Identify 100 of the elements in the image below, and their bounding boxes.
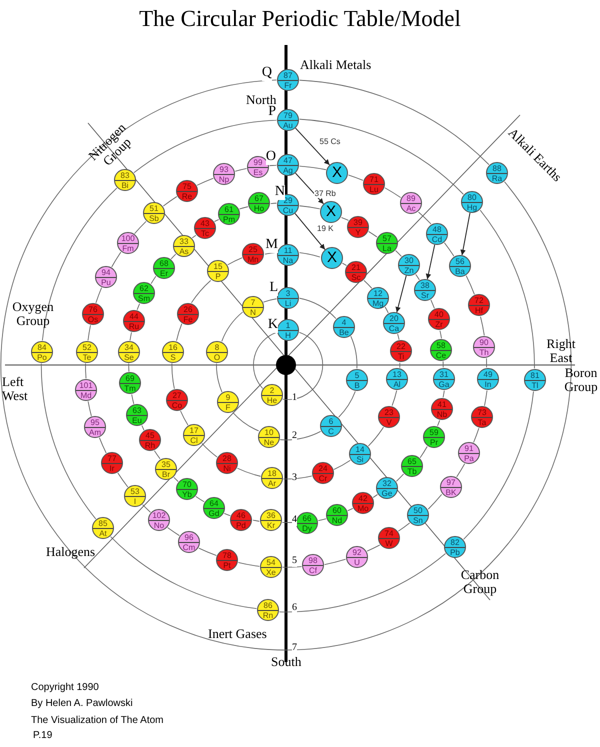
element-circle <box>277 154 299 176</box>
orbit-line <box>334 460 351 470</box>
orbit-line <box>216 363 222 393</box>
element-symbol: Yb <box>181 491 193 499</box>
element-symbol: C <box>327 428 335 436</box>
element-symbol: Fr <box>283 82 293 90</box>
atomic-number: 21 <box>350 264 362 272</box>
element-circle <box>433 368 455 390</box>
element-circle <box>277 109 299 131</box>
element-symbol: La <box>382 245 392 253</box>
element-symbol: Am <box>88 429 102 437</box>
atomic-number: 44 <box>128 313 140 321</box>
element-symbol: Pr <box>429 439 439 447</box>
element-circle <box>153 257 175 279</box>
element-circle <box>84 416 106 438</box>
element-circle <box>444 536 466 558</box>
element-circle <box>386 368 408 390</box>
atomic-number: 54 <box>266 559 276 567</box>
element-circle <box>166 389 188 411</box>
shell-letter: K <box>268 318 278 333</box>
element-circle <box>92 517 114 539</box>
element-circle <box>320 415 342 437</box>
atomic-number: 90 <box>478 339 490 347</box>
atomic-number: 41 <box>436 401 448 409</box>
atomic-number: 3 <box>284 290 292 298</box>
element-circle <box>524 369 546 391</box>
group-label: Alkali Metals <box>300 58 372 72</box>
element-circle <box>114 169 136 191</box>
atomic-number: 67 <box>254 195 264 203</box>
element-circle <box>101 452 123 474</box>
element-symbol: As <box>178 248 190 256</box>
element-symbol: Pu <box>100 279 112 287</box>
orbit-line <box>392 390 398 406</box>
atomic-number: 75 <box>182 183 192 191</box>
orbit-line <box>430 300 435 309</box>
orbit-line <box>131 394 134 404</box>
group-label: Boron Group <box>563 366 599 394</box>
cross-mark: X <box>330 165 343 180</box>
orbit-line <box>299 166 326 170</box>
orbit-line <box>167 527 180 536</box>
element-circle <box>326 162 348 184</box>
direction-label: North <box>246 93 278 107</box>
element-circle <box>139 429 161 451</box>
atomic-number: 28 <box>222 455 232 463</box>
arrow <box>396 275 407 313</box>
direction-label: Left West <box>2 375 29 402</box>
element-symbol: Bi <box>120 182 130 190</box>
element-circle <box>75 379 97 401</box>
orbit-line <box>318 518 326 521</box>
orbit-line <box>418 212 432 224</box>
atomic-number: 8 <box>214 344 220 352</box>
element-symbol: Mo <box>356 505 370 513</box>
orbit-line <box>130 332 132 341</box>
orbit-line <box>232 412 260 432</box>
atomic-number: 31 <box>438 371 450 379</box>
element-circle <box>277 244 299 266</box>
atomic-number: 79 <box>282 112 294 120</box>
element-symbol: Al <box>392 381 402 389</box>
element-circle <box>296 512 318 534</box>
orbit-line <box>364 280 372 289</box>
shell-letter: N <box>274 185 285 200</box>
element-symbol: In <box>484 381 492 389</box>
atomic-number: 53 <box>130 488 140 496</box>
orbit-line <box>162 196 178 206</box>
edge-label: 19 K <box>316 224 334 232</box>
orbit-line <box>484 390 488 406</box>
element-circle <box>428 308 450 330</box>
copyright-note: P.19 <box>33 731 54 742</box>
element-circle <box>277 287 299 309</box>
orbit-line <box>0 80 572 650</box>
element-circle <box>183 424 205 446</box>
element-circle <box>143 202 165 224</box>
element-circle <box>471 406 493 428</box>
shell-number: 5 <box>292 556 297 566</box>
orbit-line <box>348 174 364 181</box>
atomic-number: 59 <box>428 429 440 437</box>
atomic-number: 102 <box>151 512 167 520</box>
element-symbol: Ar <box>267 480 277 488</box>
element-symbol: Tc <box>200 230 210 238</box>
element-circle <box>400 192 422 214</box>
atomic-number: 27 <box>172 392 182 400</box>
orbit-line <box>473 428 480 443</box>
orbit-line <box>282 566 302 568</box>
element-symbol: He <box>266 397 278 405</box>
title: The Circular Periodic Table/Model <box>138 6 462 32</box>
element-symbol: BK <box>444 489 458 497</box>
atomic-number: 24 <box>318 465 328 473</box>
element-symbol: Cr <box>318 475 328 483</box>
element-circle <box>126 404 148 426</box>
element-symbol: Tb <box>406 468 418 476</box>
element-circle <box>230 509 252 531</box>
atomic-number: 56 <box>454 258 466 266</box>
atomic-number: 4 <box>340 319 348 327</box>
cross-mark: X <box>326 250 338 265</box>
element-circle <box>277 69 299 91</box>
atomic-number: 39 <box>352 219 364 227</box>
atomic-number: 97 <box>446 479 456 487</box>
element-symbol: Tm <box>123 385 137 393</box>
element-circle <box>117 232 139 254</box>
element-circle <box>119 372 141 394</box>
